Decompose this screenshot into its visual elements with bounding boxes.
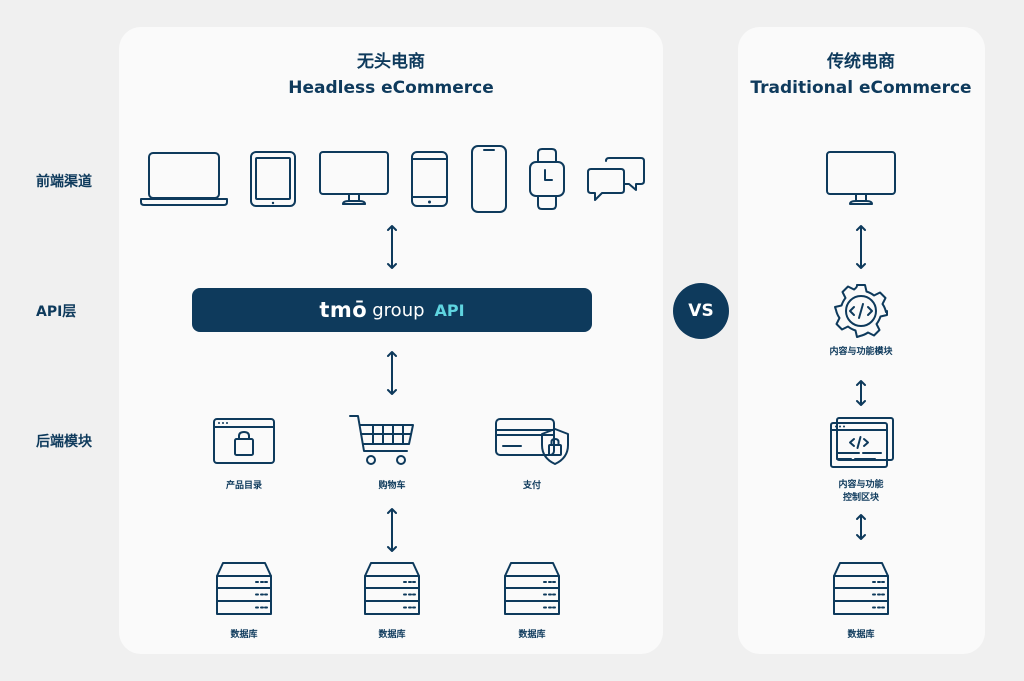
row-label-api: API层: [36, 304, 77, 320]
code-window-icon: [830, 417, 894, 468]
database-label-1: 数据库: [230, 630, 258, 640]
module-label-cart: 购物车: [378, 481, 406, 491]
brand-logo-main: tmō: [319, 298, 368, 322]
database-label-2: 数据库: [378, 630, 406, 640]
smartwatch-icon: [529, 148, 565, 210]
row-label-backend: 后端模块: [36, 434, 92, 450]
trad-control-block-label-1: 内容与功能: [838, 480, 884, 490]
product-catalog-icon: [213, 418, 275, 464]
monitor-icon: [319, 151, 389, 205]
traditional-panel: [738, 27, 985, 654]
payment-card-icon: [495, 418, 569, 465]
row-label-frontend: 前端渠道: [36, 174, 92, 190]
headless-title-cn: 无头电商: [357, 52, 425, 72]
headless-title-en: Headless eCommerce: [288, 78, 494, 98]
database-icon: [364, 562, 420, 615]
trad-database-label: 数据库: [847, 630, 875, 640]
module-label-catalog: 产品目录: [225, 481, 263, 491]
vs-badge: VS: [673, 283, 729, 339]
database-icon: [504, 562, 560, 615]
traditional-title-en: Traditional eCommerce: [750, 78, 972, 98]
tablet-icon: [250, 151, 296, 207]
traditional-title-cn: 传统电商: [827, 52, 895, 72]
smartphone-icon: [471, 145, 507, 213]
trad-content-module-label: 内容与功能模块: [829, 347, 893, 357]
module-label-payment: 支付: [522, 481, 542, 491]
arrow-api-backend: [387, 351, 397, 395]
database-icon: [216, 562, 272, 615]
monitor-icon: [826, 151, 896, 205]
arrow-cart-database: [387, 508, 397, 552]
database-label-3: 数据库: [518, 630, 546, 640]
arrow-frontend-api: [387, 225, 397, 269]
chat-bubbles-icon: [587, 157, 645, 201]
api-layer-bar: tmō group API: [192, 288, 592, 332]
database-icon: [833, 562, 889, 615]
laptop-icon: [140, 152, 228, 206]
arrow-trad-3: [856, 514, 866, 540]
headless-panel: [119, 27, 663, 654]
trad-control-block-label-2: 控制区块: [842, 493, 880, 503]
brand-logo-group: group: [372, 299, 425, 321]
gear-code-icon: [834, 284, 888, 338]
arrow-trad-1: [856, 225, 866, 269]
phone-icon: [411, 151, 448, 207]
shopping-cart-icon: [349, 415, 414, 465]
api-label: API: [434, 300, 465, 320]
arrow-trad-2: [856, 380, 866, 406]
